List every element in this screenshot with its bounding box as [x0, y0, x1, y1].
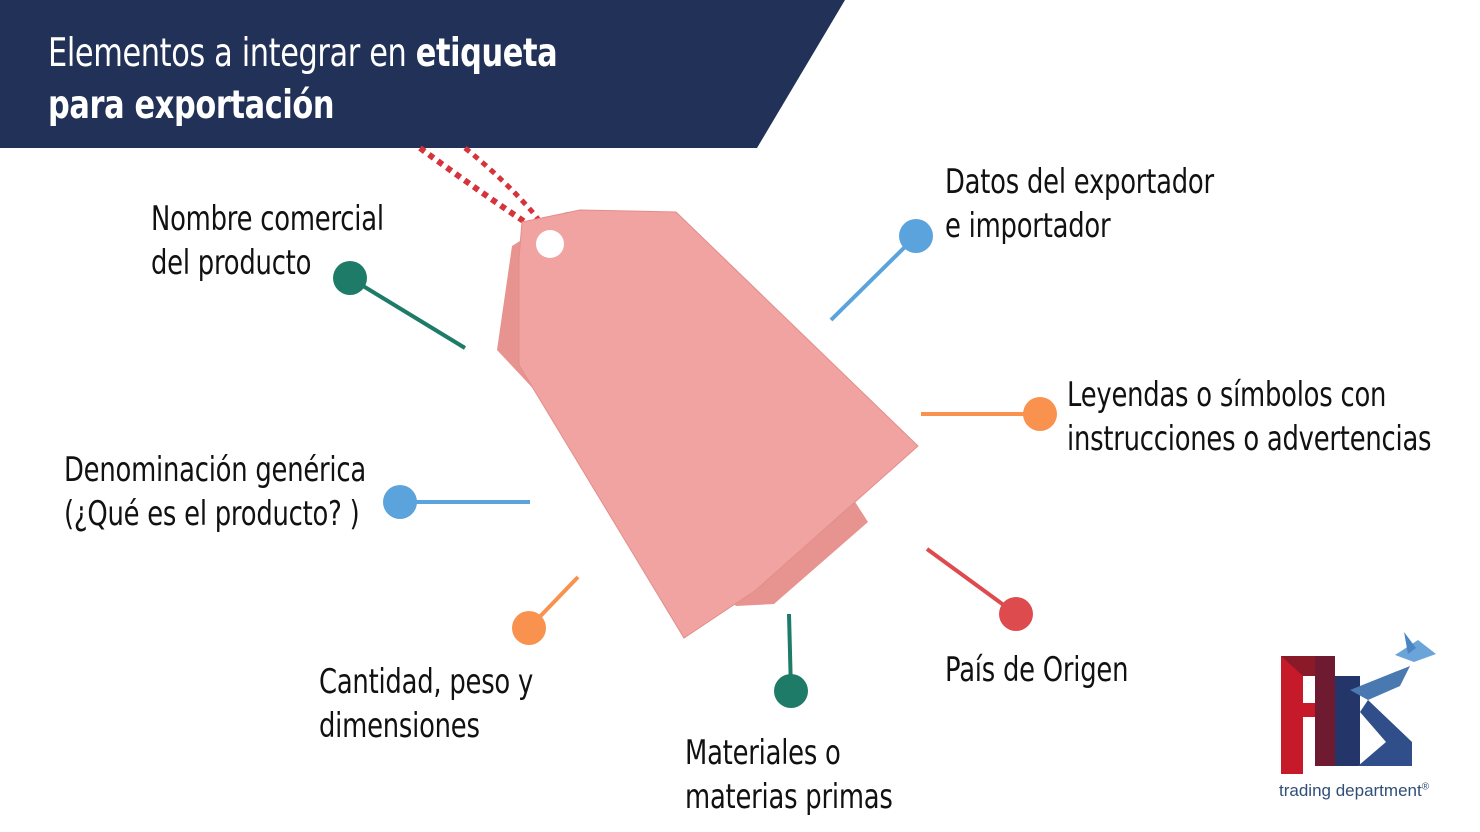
- connector-materiales: [774, 613, 808, 708]
- registered-mark: ®: [1421, 781, 1430, 793]
- title-bold-2: para exportación: [48, 83, 335, 128]
- label-materiales: Materiales o materias primas: [685, 731, 893, 819]
- connector-cantidad: [512, 575, 580, 645]
- label-line: dimensiones: [319, 706, 480, 746]
- connector-nombre-comercial: [333, 261, 467, 350]
- label-line: Leyendas o símbolos con: [1067, 375, 1387, 415]
- logo-text: trading department®: [1279, 781, 1429, 801]
- label-line: Materiales o: [685, 733, 841, 773]
- label-datos: Datos del exportador e importador: [945, 160, 1214, 248]
- label-line: Datos del exportador: [945, 162, 1214, 202]
- label-line: e importador: [945, 206, 1111, 246]
- connector-pais: [925, 547, 1033, 631]
- logo-wordmark: trading department: [1279, 781, 1422, 800]
- label-line: Cantidad, peso y: [319, 662, 534, 702]
- price-tag-icon: [497, 209, 919, 639]
- label-denominacion: Denominación genérica (¿Qué es el produc…: [64, 448, 366, 536]
- connector-denominacion: [383, 485, 530, 519]
- page-title: Elementos a integrar en etiqueta para ex…: [48, 28, 558, 132]
- label-line: materias primas: [685, 777, 893, 817]
- label-line: instrucciones o advertencias: [1067, 419, 1432, 459]
- label-line: Denominación genérica: [64, 450, 366, 490]
- connector-datos: [829, 219, 933, 322]
- label-nombre-comercial: Nombre comercial del producto: [151, 197, 384, 285]
- title-bold-1: etiqueta: [415, 31, 558, 76]
- label-leyendas: Leyendas o símbolos con instrucciones o …: [1067, 373, 1432, 461]
- ftd-logo-icon: [1281, 632, 1436, 774]
- connector-leyendas: [921, 397, 1057, 431]
- title-regular: Elementos a integrar en: [48, 31, 416, 76]
- header-banner: [0, 0, 845, 148]
- label-line: del producto: [151, 243, 312, 283]
- label-line: País de Origen: [945, 650, 1129, 690]
- label-pais: País de Origen: [945, 648, 1128, 692]
- label-cantidad: Cantidad, peso y dimensiones: [319, 660, 533, 748]
- label-line: (¿Qué es el producto? ): [64, 494, 360, 534]
- label-line: Nombre comercial: [151, 199, 384, 239]
